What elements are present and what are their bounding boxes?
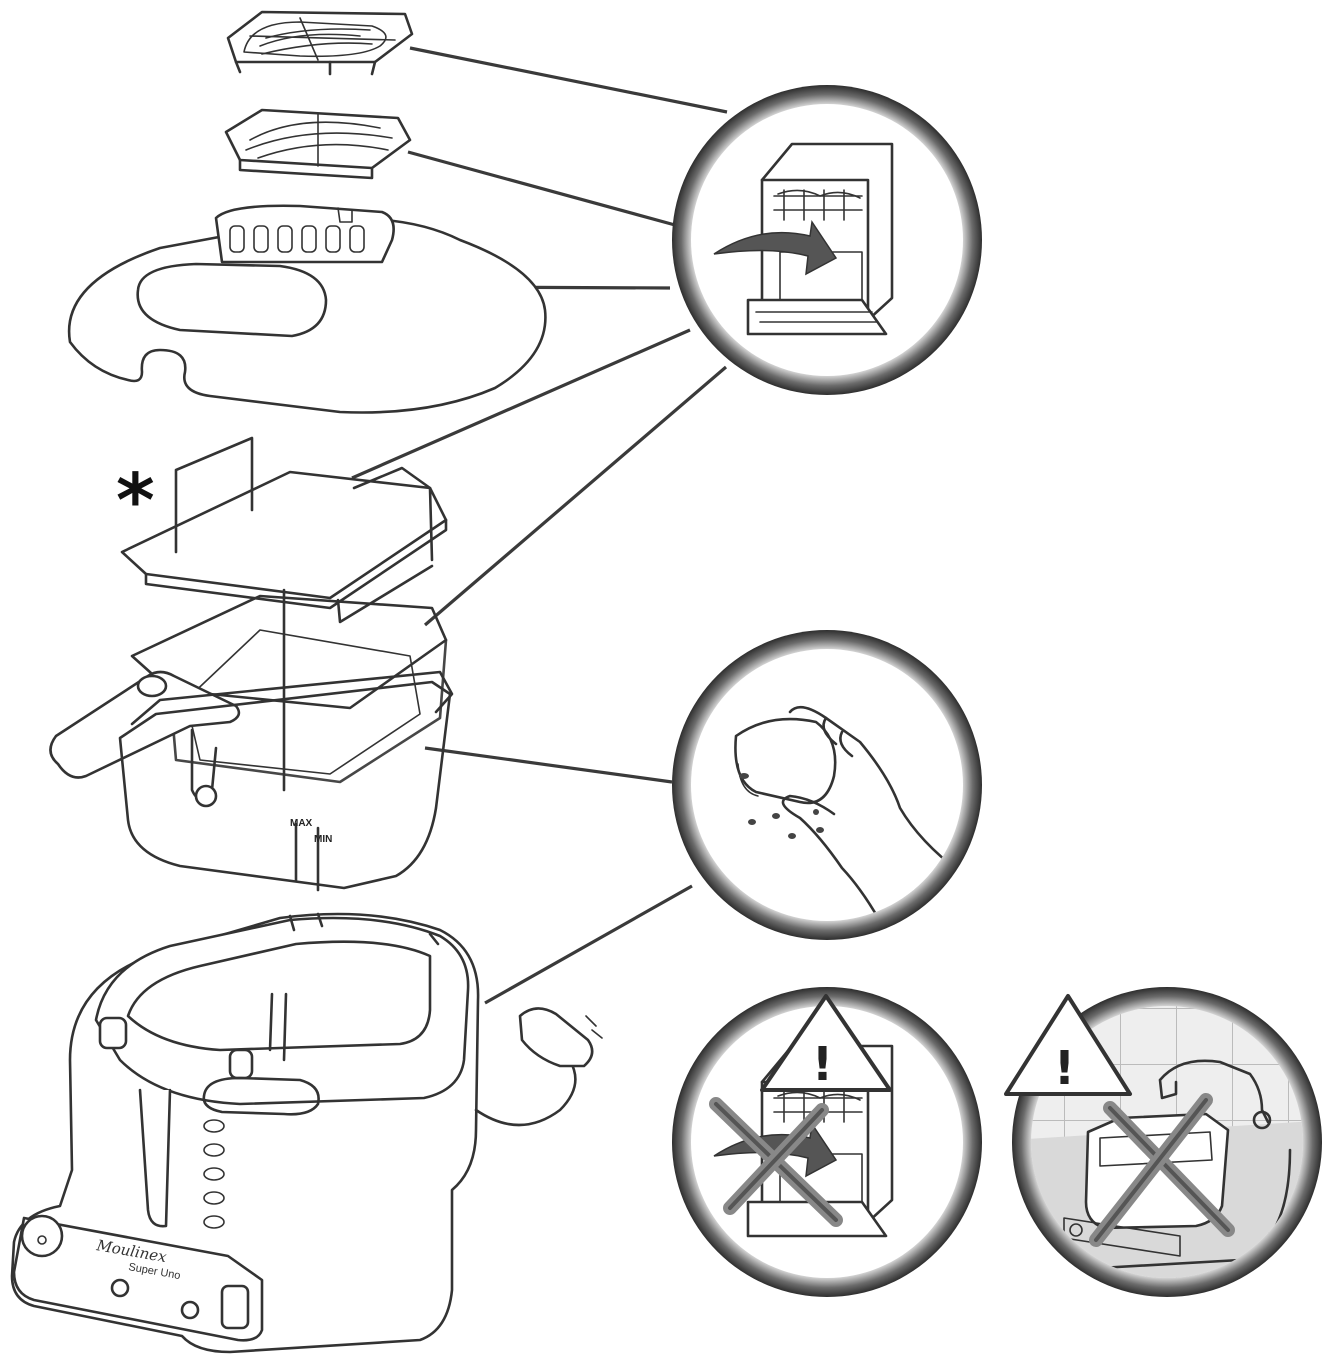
power-cord xyxy=(474,1007,603,1127)
optional-part-marker: * xyxy=(116,458,155,544)
leader-line-divider xyxy=(351,328,691,480)
sponge xyxy=(734,717,837,805)
dishwasher-safe-icon xyxy=(672,85,982,395)
sponge-wash-icon xyxy=(672,630,982,940)
timer-display xyxy=(220,1284,250,1330)
filter-grid xyxy=(224,108,412,180)
warning-glyph: ! xyxy=(1054,1041,1075,1095)
leader-line-basket xyxy=(423,365,728,627)
leader-line-bowl xyxy=(424,746,673,784)
warning-glyph: ! xyxy=(812,1037,833,1091)
leader-line-filter-top xyxy=(409,46,728,114)
power-button xyxy=(110,1278,130,1298)
basket-divider xyxy=(120,436,448,792)
lid-window xyxy=(136,262,328,338)
leader-lines xyxy=(351,46,728,1005)
faucet-icon xyxy=(1158,1059,1270,1124)
filter-grid-top xyxy=(226,10,414,76)
leader-line-body xyxy=(484,884,693,1005)
no-dishwasher-body-warning: ! xyxy=(672,987,982,1297)
level-markers: MAX MIN xyxy=(290,818,332,892)
food-guide-icons xyxy=(203,1119,225,1229)
warning-triangle-icon: ! xyxy=(1004,994,1132,1096)
lid xyxy=(67,204,547,414)
leader-line-filter xyxy=(407,150,676,227)
min-level-label: MIN xyxy=(314,834,332,845)
timer-button xyxy=(180,1300,200,1320)
insert-arrow xyxy=(713,219,838,276)
control-panel: Moulinex Super Uno xyxy=(12,1214,264,1342)
frying-basket xyxy=(49,594,448,808)
lid-vent-slots xyxy=(229,225,365,253)
warning-triangle-icon: ! xyxy=(760,994,892,1092)
oil-bowl: MAX MIN xyxy=(118,670,454,892)
no-water-immersion-warning: ! xyxy=(1004,987,1322,1297)
max-level-label: MAX xyxy=(290,818,313,829)
fryer-body: Moulinex Super Uno xyxy=(10,912,603,1354)
water-drops xyxy=(739,773,824,839)
